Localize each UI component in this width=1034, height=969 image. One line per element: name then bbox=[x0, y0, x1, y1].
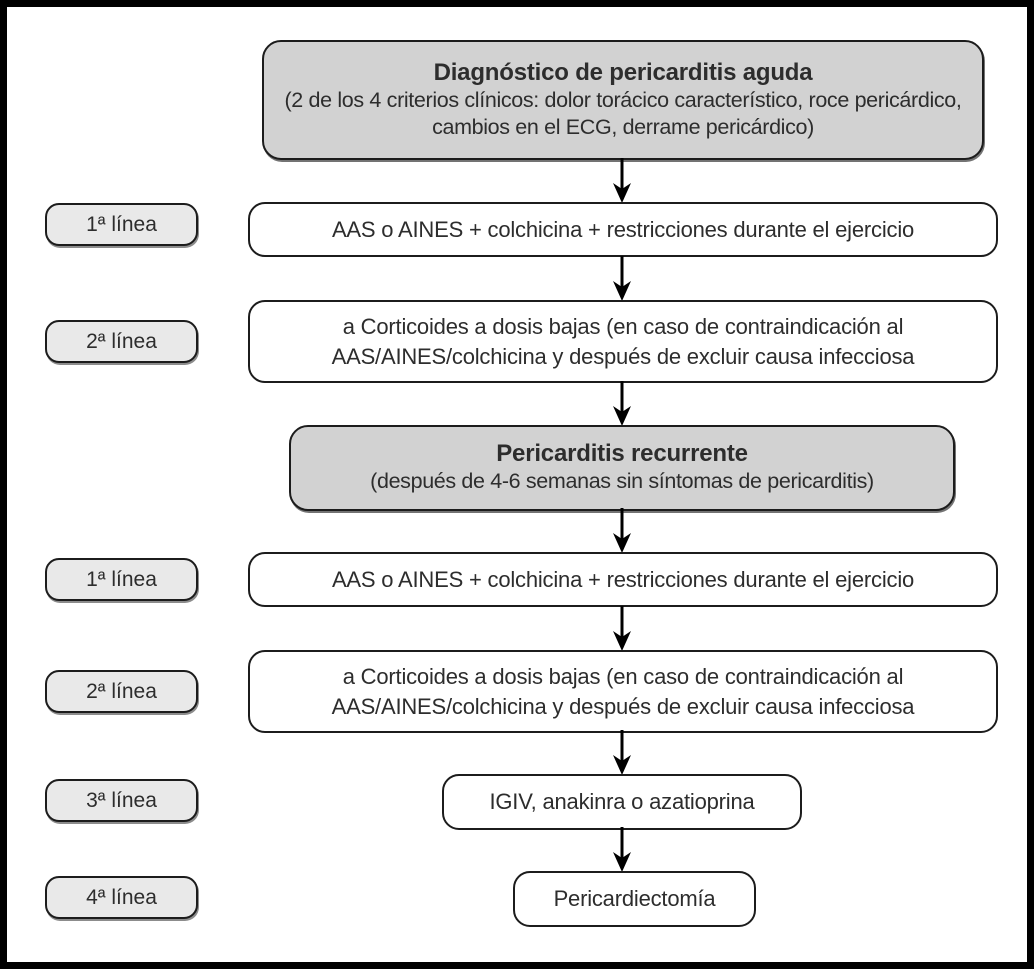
recurrent-line4-label: 4ª línea bbox=[45, 876, 198, 919]
acute-line2-label: 2ª línea bbox=[45, 320, 198, 363]
recurrent-line2-text: a Corticoides a dosis bajas (en caso de … bbox=[331, 664, 915, 719]
recurrent-line2-box: a Corticoides a dosis bajas (en caso de … bbox=[248, 650, 998, 733]
diagnosis-header-box: Diagnóstico de pericarditis aguda (2 de … bbox=[262, 40, 984, 160]
recurrent-line4-box: Pericardiectomía bbox=[513, 871, 756, 927]
recurrent-subtitle: (después de 4-6 semanas sin síntomas de … bbox=[370, 469, 874, 494]
recurrent-line1-label: 1ª línea bbox=[45, 558, 198, 601]
recurrent-line3-label-text: 3ª línea bbox=[86, 788, 157, 812]
flow-arrow-down bbox=[613, 508, 631, 553]
acute-line2-label-text: 2ª línea bbox=[86, 329, 157, 353]
acute-line1-text: AAS o AINES + colchicina + restricciones… bbox=[331, 216, 915, 242]
recurrent-line3-text: IGIV, anakinra o azatioprina bbox=[489, 789, 755, 815]
acute-line2-box: a Corticoides a dosis bajas (en caso de … bbox=[248, 300, 998, 383]
recurrent-title: Pericarditis recurrente bbox=[496, 440, 748, 468]
flow-arrow-down bbox=[613, 730, 631, 775]
acute-line1-label-text: 1ª línea bbox=[86, 212, 157, 236]
diagnosis-subtitle: (2 de los 4 criterios clínicos: dolor to… bbox=[284, 87, 962, 139]
recurrent-line1-label-text: 1ª línea bbox=[86, 567, 157, 591]
acute-line1-box: AAS o AINES + colchicina + restricciones… bbox=[248, 202, 998, 257]
recurrent-line2-label: 2ª línea bbox=[45, 670, 198, 713]
recurrent-line2-label-text: 2ª línea bbox=[86, 679, 157, 703]
recurrent-header-box: Pericarditis recurrente (después de 4-6 … bbox=[289, 425, 955, 511]
flow-arrow-down bbox=[613, 158, 631, 203]
recurrent-line4-label-text: 4ª línea bbox=[86, 885, 157, 909]
recurrent-line4-text: Pericardiectomía bbox=[553, 886, 716, 912]
flow-arrow-down bbox=[613, 827, 631, 872]
flow-arrow-down bbox=[613, 606, 631, 651]
recurrent-line3-box: IGIV, anakinra o azatioprina bbox=[442, 774, 802, 830]
acute-line1-label: 1ª línea bbox=[45, 203, 198, 246]
recurrent-line1-box: AAS o AINES + colchicina + restricciones… bbox=[248, 552, 998, 607]
recurrent-line1-text: AAS o AINES + colchicina + restricciones… bbox=[331, 566, 915, 592]
recurrent-line3-label: 3ª línea bbox=[45, 779, 198, 822]
flow-arrow-down bbox=[613, 256, 631, 301]
acute-line2-text: a Corticoides a dosis bajas (en caso de … bbox=[331, 314, 915, 369]
flow-arrow-down bbox=[613, 381, 631, 426]
diagnosis-title: Diagnóstico de pericarditis aguda bbox=[433, 58, 813, 86]
